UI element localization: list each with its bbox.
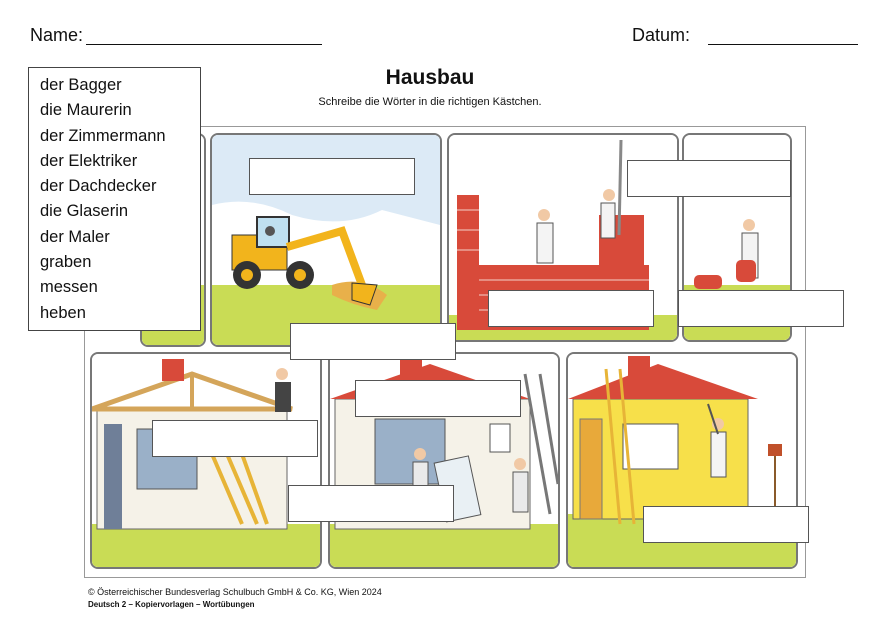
word-item: der Zimmermann [40, 126, 166, 145]
word-item: graben [40, 253, 92, 272]
word-item: der Dachdecker [40, 177, 157, 196]
date-label: Datum: [632, 25, 691, 45]
footer-series: Deutsch 2 – Kopiervorlagen – Wortübungen [88, 600, 255, 609]
word-bank: der Bagger die Maurerin der Zimmermann d… [28, 67, 201, 331]
answer-box-9[interactable] [643, 506, 809, 543]
answer-box-5[interactable] [678, 290, 844, 327]
instruction-text: Schreibe die Wörter in die richtigen Käs… [318, 96, 542, 108]
footer-copyright: © Österreichischer Bundesverlag Schulbuc… [88, 587, 382, 597]
word-item: der Elektriker [40, 151, 138, 170]
page-title: Hausbau [385, 66, 475, 89]
carpenter-illustration [92, 354, 320, 567]
panel-carpenter [90, 352, 322, 569]
answer-box-7[interactable] [152, 420, 318, 457]
answer-box-3[interactable] [290, 323, 456, 360]
name-line[interactable] [86, 44, 322, 45]
word-item: heben [40, 303, 86, 322]
name-label: Name: [30, 25, 84, 45]
word-item: messen [40, 278, 98, 297]
date-line[interactable] [708, 44, 858, 45]
answer-box-1[interactable] [249, 158, 415, 195]
answer-box-4[interactable] [488, 290, 654, 327]
answer-box-8[interactable] [288, 485, 454, 522]
word-item: die Maurerin [40, 101, 132, 120]
word-item: der Maler [40, 227, 110, 246]
word-item: der Bagger [40, 76, 122, 94]
answer-box-2[interactable] [627, 160, 791, 197]
word-item: die Glaserin [40, 202, 129, 221]
answer-box-6[interactable] [355, 380, 521, 417]
